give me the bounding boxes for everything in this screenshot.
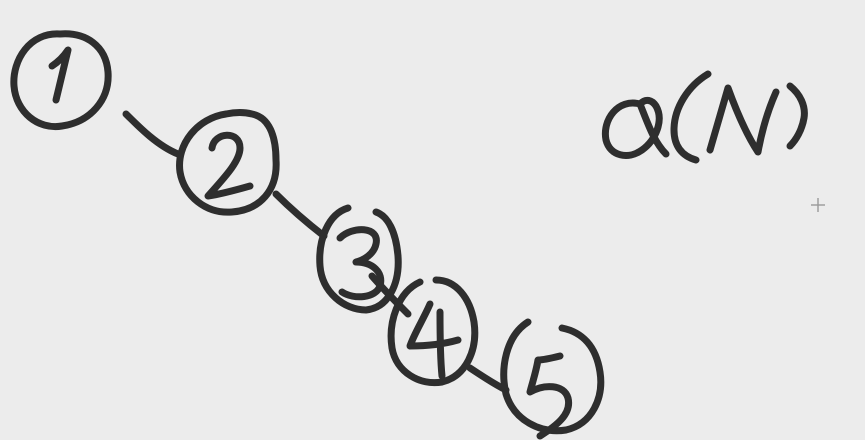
node-3-circle (316, 204, 402, 314)
node-2-glyph (204, 131, 254, 200)
complexity-open-paren (670, 70, 712, 164)
node-5-glyph (526, 352, 573, 440)
tree-node-3 (316, 204, 402, 314)
tree-node-2 (176, 109, 280, 216)
tree-node-4 (387, 276, 479, 387)
edge-1-2 (122, 110, 182, 158)
node-5-circle (500, 318, 605, 435)
edge-2-3 (272, 190, 328, 240)
complexity-close-paren (786, 82, 808, 150)
node-4-circle (387, 276, 479, 387)
node-1-glyph (48, 46, 72, 104)
crosshair-cursor-icon (811, 198, 825, 212)
node-3-glyph (336, 226, 385, 301)
complexity-letter-o (601, 96, 670, 159)
node-4-glyph (406, 300, 462, 380)
tree-node-1 (10, 30, 112, 131)
complexity-letter-n (706, 84, 780, 156)
tree-node-5 (500, 318, 605, 440)
node-2-circle (176, 109, 280, 216)
complexity-note (601, 70, 808, 164)
node-1-circle (10, 30, 112, 131)
